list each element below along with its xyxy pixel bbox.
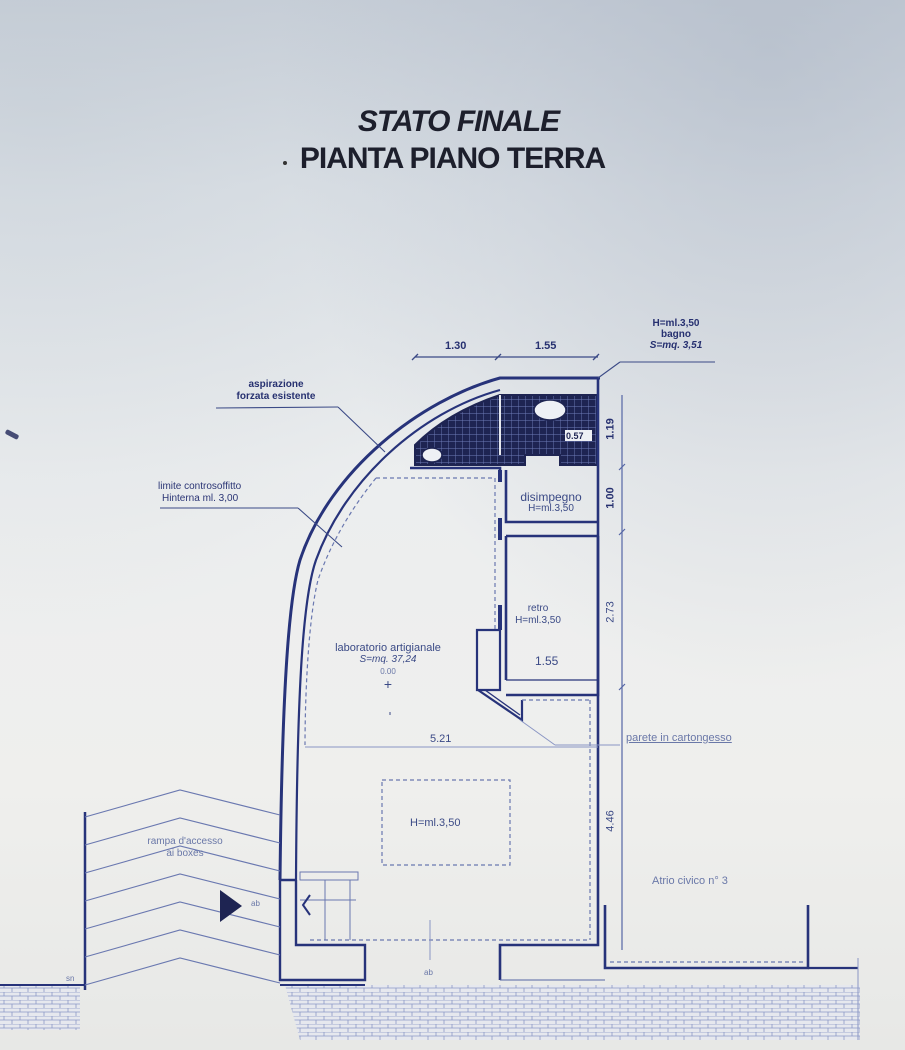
laboratorio-label: laboratorio artigianale S=mq. 37,24 0.00… xyxy=(308,642,468,692)
front-zone-height: H=ml.3,50 xyxy=(410,817,461,829)
left-tag: sn xyxy=(66,974,75,983)
dim-right-bagno: 1.19 xyxy=(604,418,617,440)
ground-right xyxy=(285,985,860,1040)
rampa-line2: ai boxes xyxy=(166,848,204,859)
retro-label: retro H=ml.3,50 xyxy=(508,603,568,627)
entrance-door xyxy=(299,871,359,940)
dim-right-retro: 2.73 xyxy=(604,601,617,623)
ground-left xyxy=(0,985,80,1030)
laboratorio-level: 0.00 xyxy=(380,667,396,676)
dim-retro-width: 1.55 xyxy=(535,654,559,668)
curved-outer-wall xyxy=(278,376,600,881)
aspirazione-line1: aspirazione xyxy=(248,379,304,390)
retro-height: H=ml.3,50 xyxy=(515,615,561,626)
bagno-name: bagno xyxy=(661,329,691,340)
bottom-tag: ab xyxy=(424,968,433,977)
bagno-area: S=mq. 3,51 xyxy=(649,340,703,351)
entry-arrow-icon xyxy=(220,890,242,922)
title-bullet xyxy=(283,161,287,165)
access-ramp xyxy=(83,789,281,990)
leader-lines xyxy=(160,361,715,548)
aspirazione-note: aspirazione forzata esistente xyxy=(214,379,338,403)
disimpegno-name: disimpegno xyxy=(520,490,582,504)
laboratorio-area: S=mq. 37,24 xyxy=(359,654,417,665)
top-dimension-line xyxy=(411,353,600,361)
controsoffitto-line2: Hinterna ml. 3,00 xyxy=(162,493,239,504)
bathroom-tiled-area xyxy=(414,394,598,466)
retro-name: retro xyxy=(527,603,549,614)
title-stato-finale: STATO FINALE xyxy=(357,105,560,138)
dashed-partitions xyxy=(310,478,805,963)
controsoffitto-note: limite controsoffitto Hinterna ml. 3,00 xyxy=(158,481,241,505)
dim-right-laboratorio: 4.46 xyxy=(604,810,617,832)
laboratorio-name: laboratorio artigianale xyxy=(335,642,441,654)
atrio-note: Atrio civico n° 3 xyxy=(652,875,728,887)
interior-walls xyxy=(278,378,810,982)
level-marker-icon: + xyxy=(383,676,393,692)
dim-top-right: 1.55 xyxy=(535,340,557,352)
entry-tag: ab xyxy=(251,899,260,908)
dim-right-disimpegno: 1.00 xyxy=(604,487,617,509)
parete-cartongesso-note: parete in cartongesso xyxy=(626,732,732,744)
title-pianta-piano-terra: PIANTA PIANO TERRA xyxy=(299,142,606,175)
bagno-height: H=ml.3,50 xyxy=(652,318,700,329)
rampa-line1: rampa d'accesso xyxy=(147,836,223,847)
disimpegno-label: disimpegno H=ml.3,50 xyxy=(505,491,597,515)
disimpegno-height: H=ml.3,50 xyxy=(528,503,574,514)
bagno-label: H=ml.3,50 bagno S=mq. 3,51 xyxy=(636,318,716,351)
rampa-note: rampa d'accesso ai boxes xyxy=(120,836,250,860)
dim-top-left: 1.30 xyxy=(445,340,467,352)
bagno-window-tag: 0.57 xyxy=(566,431,584,441)
dim-laboratorio-width: 5.21 xyxy=(430,733,452,745)
right-dimension-line xyxy=(618,395,626,950)
aspirazione-line2: forzata esistente xyxy=(236,391,316,402)
controsoffitto-line1: limite controsoffitto xyxy=(158,481,242,492)
